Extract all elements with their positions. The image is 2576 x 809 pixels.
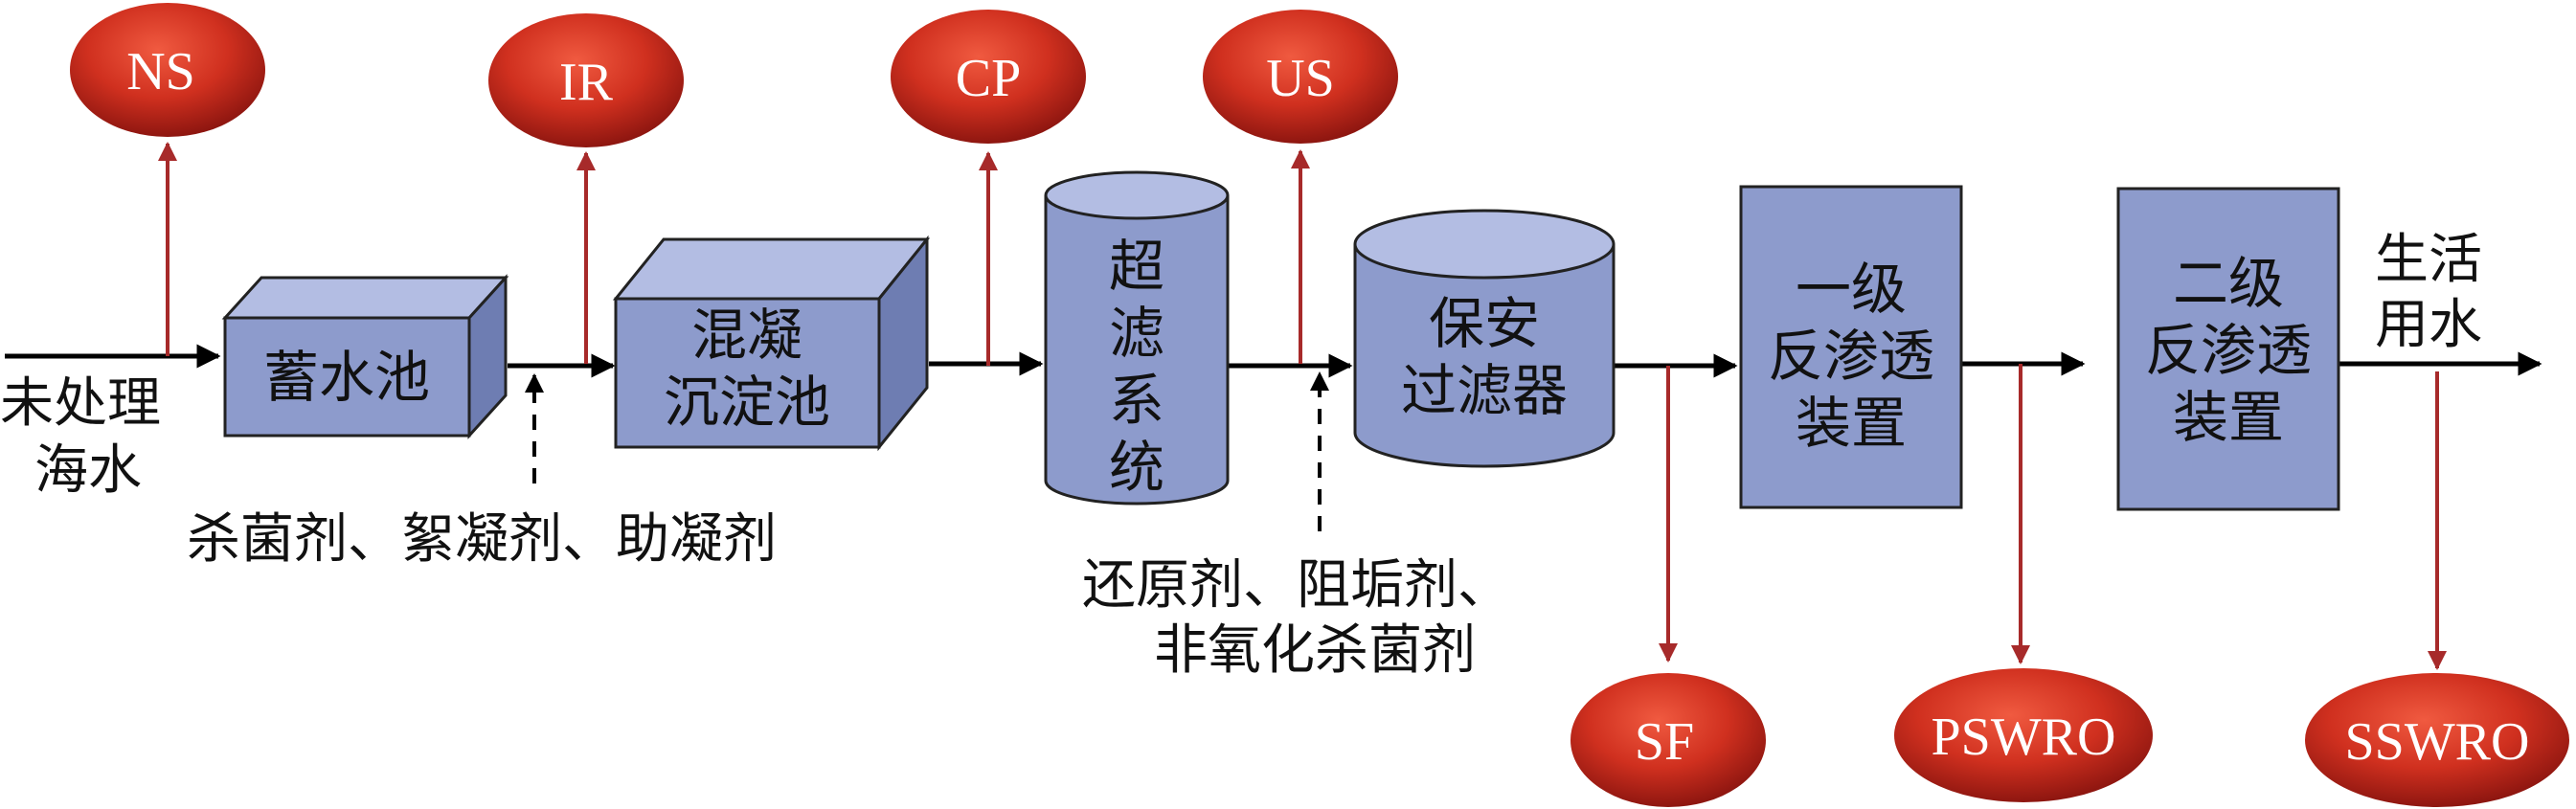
chemical-dosing: 杀菌剂、絮凝剂、助凝剂 还原剂、阻垢剂、 非氧化杀菌剂 <box>187 371 1511 682</box>
emission-us-label: US <box>1266 49 1335 108</box>
emission-pswro: PSWRO <box>1894 668 2153 802</box>
ro1-label-line2: 反渗透 <box>1768 324 1934 389</box>
input-label-line1: 未处理 <box>0 372 161 435</box>
emission-ns-label: NS <box>126 42 195 101</box>
dose2-label-line1: 还原剂、阻垢剂、 <box>1082 554 1511 617</box>
emission-sswro: SSWRO <box>2305 673 2569 807</box>
downward-emissions <box>1659 364 2447 670</box>
output-label-line2: 用水 <box>2375 294 2482 356</box>
uf-label-char4: 统 <box>1109 435 1164 500</box>
emission-sf: SF <box>1570 673 1766 807</box>
cartridge-filter-cylinder: 保安 过滤器 <box>1353 209 1616 468</box>
second-stage-ro: 二级 反渗透 装置 <box>2116 187 2340 511</box>
output-label-line1: 生活 <box>2375 229 2482 291</box>
coagulation-tank-label-line2: 沉淀池 <box>664 370 830 435</box>
first-stage-ro: 一级 反渗透 装置 <box>1739 185 1963 509</box>
coagulation-tank-label-line1: 混凝 <box>691 303 802 368</box>
emission-cp-label: CP <box>956 49 1022 108</box>
input-label-line2: 海水 <box>34 439 142 502</box>
dose2-label-line2: 非氧化杀菌剂 <box>1154 619 1476 682</box>
ro2-label-line3: 装置 <box>2173 385 2284 450</box>
emission-ir-label: IR <box>559 53 614 112</box>
uf-label-char1: 超 <box>1109 234 1164 299</box>
cartridge-filter-label-line1: 保安 <box>1429 291 1540 356</box>
emission-sswro-label: SSWRO <box>2345 712 2530 772</box>
ro2-label-line2: 反渗透 <box>2145 318 2312 383</box>
coagulation-tank: 混凝 沉淀池 <box>612 235 931 452</box>
emission-sf-label: SF <box>1635 712 1694 772</box>
dose1-label: 杀菌剂、絮凝剂、助凝剂 <box>187 508 777 571</box>
emission-us: US <box>1203 10 1398 144</box>
emission-ns: NS <box>70 3 265 137</box>
storage-tank-label: 蓄水池 <box>263 345 430 410</box>
emission-pswro-label: PSWRO <box>1932 708 2116 767</box>
ro1-label-line3: 装置 <box>1796 391 1907 456</box>
ro1-label-line1: 一级 <box>1796 257 1907 322</box>
cartridge-filter-label-line2: 过滤器 <box>1401 358 1568 423</box>
ro2-label-line1: 二级 <box>2173 251 2284 316</box>
emission-cp: CP <box>891 10 1086 144</box>
upward-emissions <box>158 142 1310 366</box>
uf-label-char2: 滤 <box>1109 301 1164 366</box>
ultrafiltration-cylinder: 超 滤 系 统 <box>1044 170 1230 506</box>
emission-ir: IR <box>488 13 684 147</box>
storage-tank: 蓄水池 <box>221 274 509 439</box>
uf-label-char3: 系 <box>1109 368 1164 433</box>
